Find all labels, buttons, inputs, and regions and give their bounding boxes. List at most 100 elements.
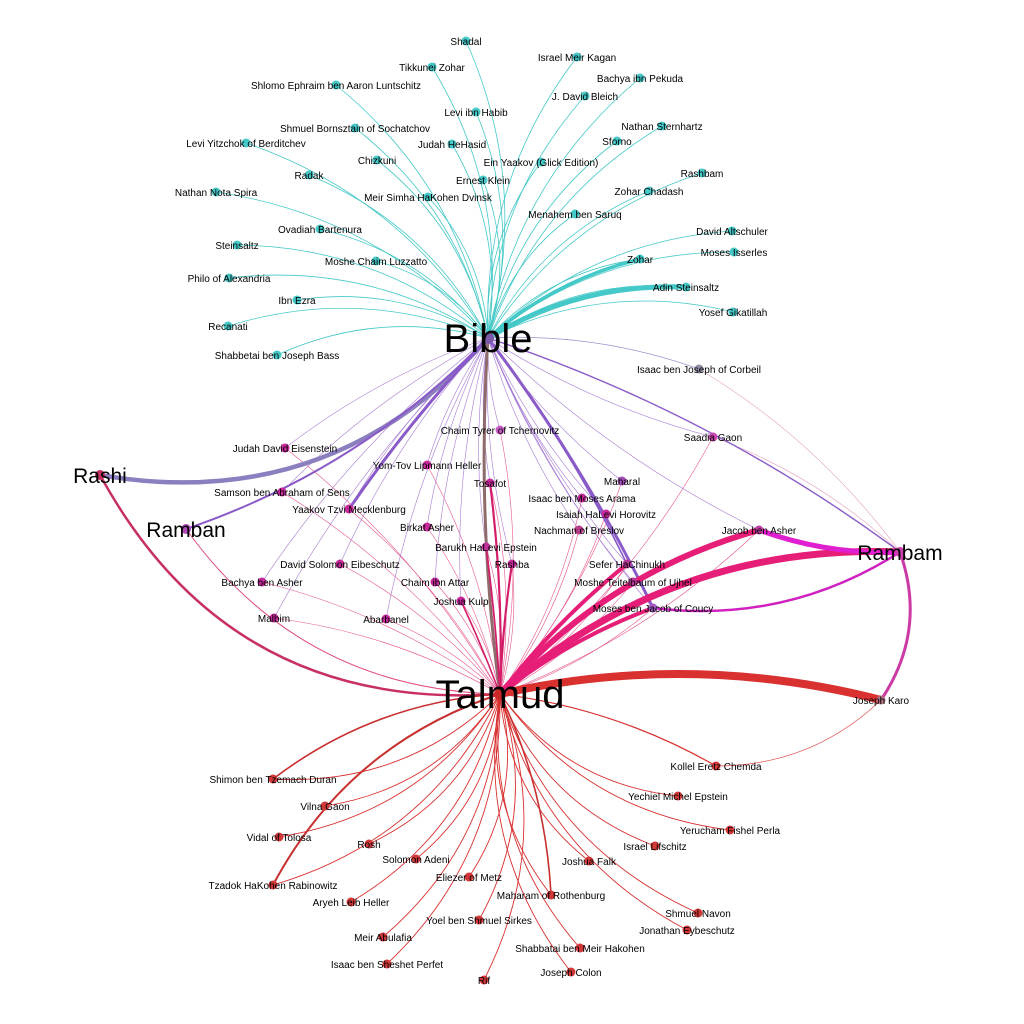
node-joseph-karo[interactable] <box>876 695 886 705</box>
node-ovadiah-bartenura[interactable] <box>315 224 325 234</box>
node-malbim[interactable] <box>269 613 279 623</box>
node-yaakov-tzvi[interactable] <box>344 504 354 514</box>
node-bachya-ibn-pekuda[interactable] <box>635 73 645 83</box>
node-isaac-perfet[interactable] <box>382 959 392 969</box>
node-chaim-tyrer[interactable] <box>495 425 505 435</box>
node-maharam[interactable] <box>546 890 556 900</box>
node-isaiah-horovitz[interactable] <box>601 509 611 519</box>
node-zohar-chadash[interactable] <box>644 186 654 196</box>
edge-tosafot-talmud <box>489 482 507 695</box>
node-shadal[interactable] <box>461 36 471 46</box>
node-label-adin-steinsaltz: Adin Steinsaltz <box>653 283 719 294</box>
node-talmud[interactable] <box>494 688 506 700</box>
node-label-rif: Rif <box>478 976 490 987</box>
node-label-joseph-karo: Joseph Karo <box>853 696 910 707</box>
node-label-joshua-falk: Joshua Falk <box>562 857 617 868</box>
edge-bible-malbim <box>273 337 489 619</box>
node-ibn-ezra[interactable] <box>292 295 302 305</box>
node-joseph-colon[interactable] <box>566 967 576 977</box>
node-nathan-sternhartz[interactable] <box>657 121 667 131</box>
node-rambam[interactable] <box>895 547 905 557</box>
node-saadia-gaon[interactable] <box>708 432 718 442</box>
node-moses-isserles[interactable] <box>729 247 739 257</box>
node-yechiel-epstein[interactable] <box>673 791 683 801</box>
node-israel-lifschitz[interactable] <box>650 841 660 851</box>
node-moses-of-coucy[interactable] <box>648 603 658 613</box>
node-yom-tov-heller[interactable] <box>422 460 432 470</box>
node-rashbam[interactable] <box>697 168 707 178</box>
node-israel-meir-kagan[interactable] <box>572 52 582 62</box>
node-tikkunei-zohar[interactable] <box>427 62 437 72</box>
edge-talmud-shmuel-navon <box>499 693 699 914</box>
node-yerucham-perla[interactable] <box>725 825 735 835</box>
node-vilna-gaon[interactable] <box>320 801 330 811</box>
node-ernest-klein[interactable] <box>478 175 488 185</box>
node-david-eibeschutz[interactable] <box>335 559 345 569</box>
node-birkat-asher[interactable] <box>422 522 432 532</box>
node-levi-yitzchok[interactable] <box>241 138 251 148</box>
node-chaim-ibn-attar[interactable] <box>430 577 440 587</box>
node-jonathan-eybeschutz[interactable] <box>682 925 692 935</box>
node-eliezer-of-metz[interactable] <box>464 872 474 882</box>
node-shmuel-navon[interactable] <box>693 908 703 918</box>
node-shabbetai-bass[interactable] <box>272 350 282 360</box>
node-zohar[interactable] <box>635 254 645 264</box>
node-recanati[interactable] <box>223 321 233 331</box>
node-moshe-teitelbaum[interactable] <box>628 577 638 587</box>
node-yoel-sirkes[interactable] <box>474 915 484 925</box>
node-radak[interactable] <box>304 170 314 180</box>
node-jacob-ben-asher[interactable] <box>754 525 764 535</box>
node-steinsaltz[interactable] <box>232 240 242 250</box>
node-ramban[interactable] <box>181 524 191 534</box>
node-rif[interactable] <box>479 975 489 985</box>
node-meir-simha[interactable] <box>423 192 433 202</box>
node-label-yosef-gikatilla: Yosef Gikatillah <box>699 308 768 319</box>
node-kollel-eretz-chemda[interactable] <box>711 761 721 771</box>
node-ein-yaakov[interactable] <box>536 157 546 167</box>
node-samson-of-sens[interactable] <box>277 487 287 497</box>
node-bible[interactable] <box>482 332 494 344</box>
node-menahem-ben-saruq[interactable] <box>570 209 580 219</box>
node-rosh[interactable] <box>364 839 374 849</box>
node-joshua-falk[interactable] <box>584 856 594 866</box>
node-joshua-kulp[interactable] <box>456 596 466 606</box>
node-isaac-corbeil[interactable] <box>694 364 704 374</box>
node-levi-ibn-habib[interactable] <box>471 107 481 117</box>
node-shmuel-bornsztain[interactable] <box>350 123 360 133</box>
node-tosafot[interactable] <box>485 478 495 488</box>
node-adin-steinsaltz[interactable] <box>681 282 691 292</box>
node-judah-david-eisenstein[interactable] <box>280 443 290 453</box>
node-meir-abulafia[interactable] <box>378 932 388 942</box>
node-label-joshua-kulp: Joshua Kulp <box>433 597 488 608</box>
edge-talmud-solomon-adeni <box>415 693 501 860</box>
node-nachman-breslov[interactable] <box>574 525 584 535</box>
node-rashi[interactable] <box>95 470 105 480</box>
node-label-judah-hehasid: Judah HeHasid <box>418 140 486 151</box>
node-moshe-chaim-luzzatto[interactable] <box>371 256 381 266</box>
node-label-levi-yitzchok: Levi Yitzchok of Berditchev <box>186 139 306 150</box>
node-j-david-bleich[interactable] <box>580 91 590 101</box>
node-bachya-ben-asher[interactable] <box>257 577 267 587</box>
node-rashba[interactable] <box>507 559 517 569</box>
node-isaac-arama[interactable] <box>577 493 587 503</box>
node-maharal[interactable] <box>617 476 627 486</box>
node-judah-hehasid[interactable] <box>447 139 457 149</box>
node-nathan-nota-spira[interactable] <box>211 187 221 197</box>
node-shimon-duran[interactable] <box>268 774 278 784</box>
node-abarbanel[interactable] <box>381 614 391 624</box>
node-sforno[interactable] <box>612 136 622 146</box>
node-shabbatai-hakohen[interactable] <box>575 943 585 953</box>
node-aryeh-leib-heller[interactable] <box>346 897 356 907</box>
node-philo[interactable] <box>224 273 234 283</box>
node-tzadok-hakohen[interactable] <box>268 880 278 890</box>
node-david-altschuler[interactable] <box>727 226 737 236</box>
node-yosef-gikatilla[interactable] <box>728 307 738 317</box>
node-sefer-hachinukh[interactable] <box>622 559 632 569</box>
node-shlomo-ephraim[interactable] <box>331 80 341 90</box>
node-vidal-of-tolosa[interactable] <box>274 832 284 842</box>
node-label-israel-meir-kagan: Israel Meir Kagan <box>538 53 616 64</box>
edge-rashbam-bible <box>487 172 703 339</box>
node-chizkuni[interactable] <box>372 155 382 165</box>
node-barukh-epstein[interactable] <box>481 542 491 552</box>
node-solomon-adeni[interactable] <box>411 854 421 864</box>
